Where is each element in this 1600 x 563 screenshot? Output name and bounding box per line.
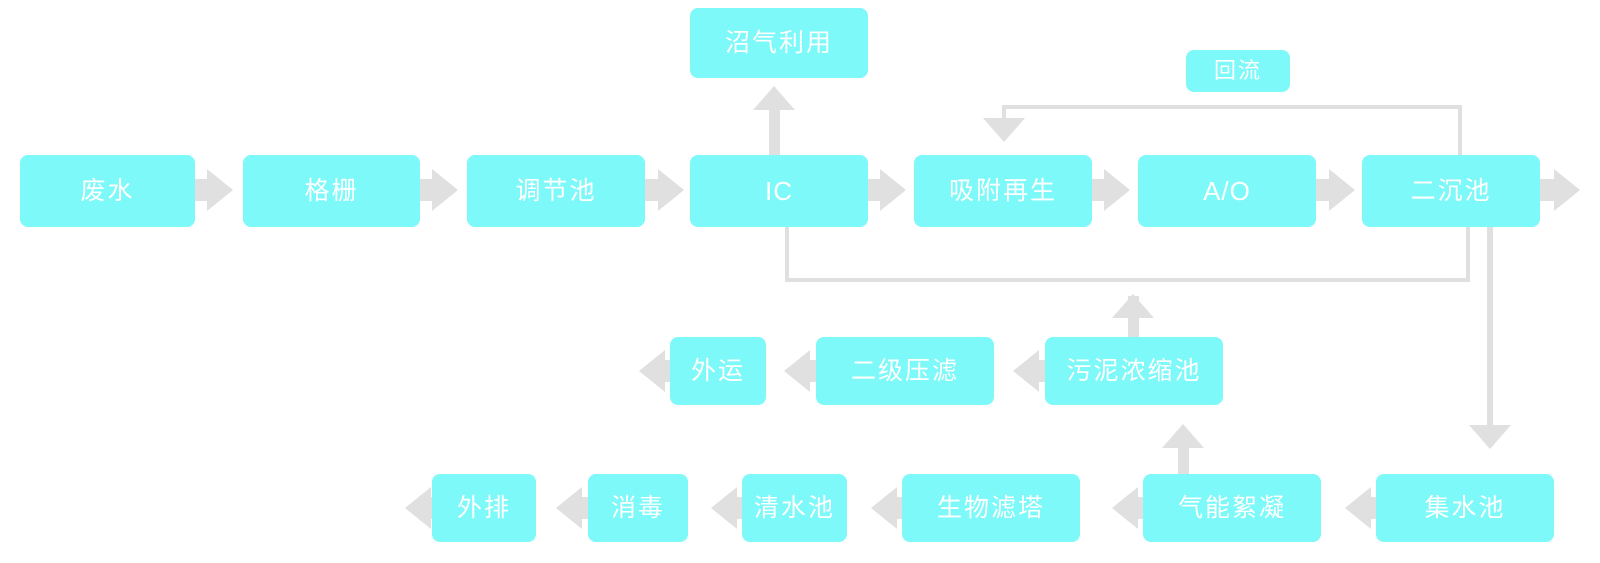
arrow-ic-to-adsorption-regeneration	[880, 169, 906, 211]
arrow-sludge-thickening-to-secondary-press-filter	[1013, 350, 1039, 392]
node-outward-transport[interactable]: 外运	[670, 337, 766, 405]
ic-loop-right-vertical	[1466, 222, 1470, 282]
ic-loop-left-vertical	[785, 222, 789, 282]
arrow-reflux-to-adsorption-regeneration	[983, 118, 1025, 142]
arrow-stem-adsorption-ao	[1090, 179, 1108, 201]
node-disinfection[interactable]: 消毒	[588, 474, 688, 542]
node-grille[interactable]: 格栅	[243, 155, 420, 227]
arrow-grille-to-regulating-tank	[432, 169, 458, 211]
arrow-clean-water-tank-to-disinfection	[711, 487, 737, 529]
arrow-stem-settling-outlet	[1540, 179, 1558, 201]
arrow-stem-grille-regulating	[418, 179, 436, 201]
node-external-discharge[interactable]: 外排	[432, 474, 536, 542]
thickening-to-loop-stem	[1128, 296, 1139, 340]
node-secondary-press-filter[interactable]: 二级压滤	[816, 337, 994, 405]
flocculation-to-thickening-stem	[1178, 432, 1189, 478]
node-gas-flocculation[interactable]: 气能絮凝	[1143, 474, 1321, 542]
arrow-adsorption-regeneration-to-ao	[1104, 169, 1130, 211]
arrow-water-collecting-tank-to-gas-flocculation	[1345, 487, 1371, 529]
arrow-stem-wastewater-grille	[193, 179, 211, 201]
arrow-wastewater-to-grille	[207, 169, 233, 211]
arrow-stem-ao-settling	[1315, 179, 1333, 201]
ic-to-biogas-stem	[769, 100, 780, 165]
arrow-disinfection-to-external-discharge	[556, 487, 582, 529]
arrow-external-discharge-outlet	[405, 487, 431, 529]
node-biological-filter-tower[interactable]: 生物滤塔	[902, 474, 1080, 542]
arrow-ic-to-biogas-utilization	[753, 86, 795, 110]
node-ao[interactable]: A/O	[1138, 155, 1316, 227]
reflux-loop-left-vertical	[1002, 105, 1006, 127]
node-regulating-tank[interactable]: 调节池	[467, 155, 645, 227]
arrow-stem-regulating-ic	[644, 179, 662, 201]
node-clean-water-tank[interactable]: 清水池	[742, 474, 847, 542]
node-sludge-thickening-tank[interactable]: 污泥浓缩池	[1045, 337, 1223, 405]
ic-loop-bottom-horizontal	[785, 278, 1470, 282]
arrow-stem-ic-adsorption	[866, 179, 884, 201]
arrow-secondary-settling-tank-to-water-collecting-tank	[1469, 425, 1511, 449]
node-reflux-label[interactable]: 回流	[1186, 50, 1290, 92]
arrow-gas-flocculation-to-biological-filter-tower	[1112, 487, 1138, 529]
arrow-gas-flocculation-to-sludge-thickening-tank	[1162, 424, 1204, 448]
node-secondary-settling-tank[interactable]: 二沉池	[1362, 155, 1540, 227]
settling-to-collecting-vertical	[1487, 222, 1493, 427]
arrow-secondary-settling-tank-outlet	[1554, 169, 1580, 211]
arrow-secondary-press-filter-to-outward-transport	[784, 350, 810, 392]
node-water-collecting-tank[interactable]: 集水池	[1376, 474, 1554, 542]
arrow-biological-filter-tower-to-clean-water-tank	[871, 487, 897, 529]
node-biogas-utilization[interactable]: 沼气利用	[690, 8, 868, 78]
arrow-sludge-thickening-tank-to-loop	[1112, 294, 1154, 318]
arrow-regulating-tank-to-ic	[658, 169, 684, 211]
reflux-loop-right-vertical	[1458, 105, 1462, 165]
node-adsorption-regeneration[interactable]: 吸附再生	[914, 155, 1092, 227]
arrow-outward-transport-outlet	[639, 350, 665, 392]
node-ic[interactable]: IC	[690, 155, 868, 227]
arrow-ao-to-secondary-settling-tank	[1329, 169, 1355, 211]
reflux-loop-top-horizontal	[1002, 105, 1462, 109]
node-wastewater[interactable]: 废水	[20, 155, 195, 227]
